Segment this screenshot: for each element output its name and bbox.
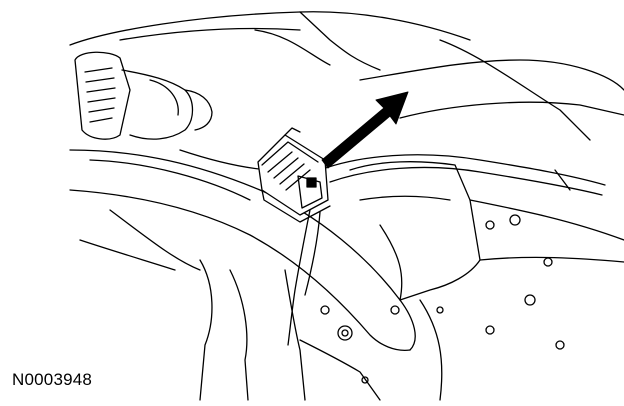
figure-id-label: N0003948 (12, 370, 93, 389)
mounting-holes (320, 214, 565, 384)
rubber-boot (74, 51, 213, 140)
bracket-panel (349, 161, 624, 301)
callout-arrow (321, 91, 409, 169)
lower-structure (79, 209, 443, 401)
cross-member-beam (69, 149, 416, 351)
upper-body-panel (69, 11, 624, 141)
electrical-connector (257, 127, 331, 223)
